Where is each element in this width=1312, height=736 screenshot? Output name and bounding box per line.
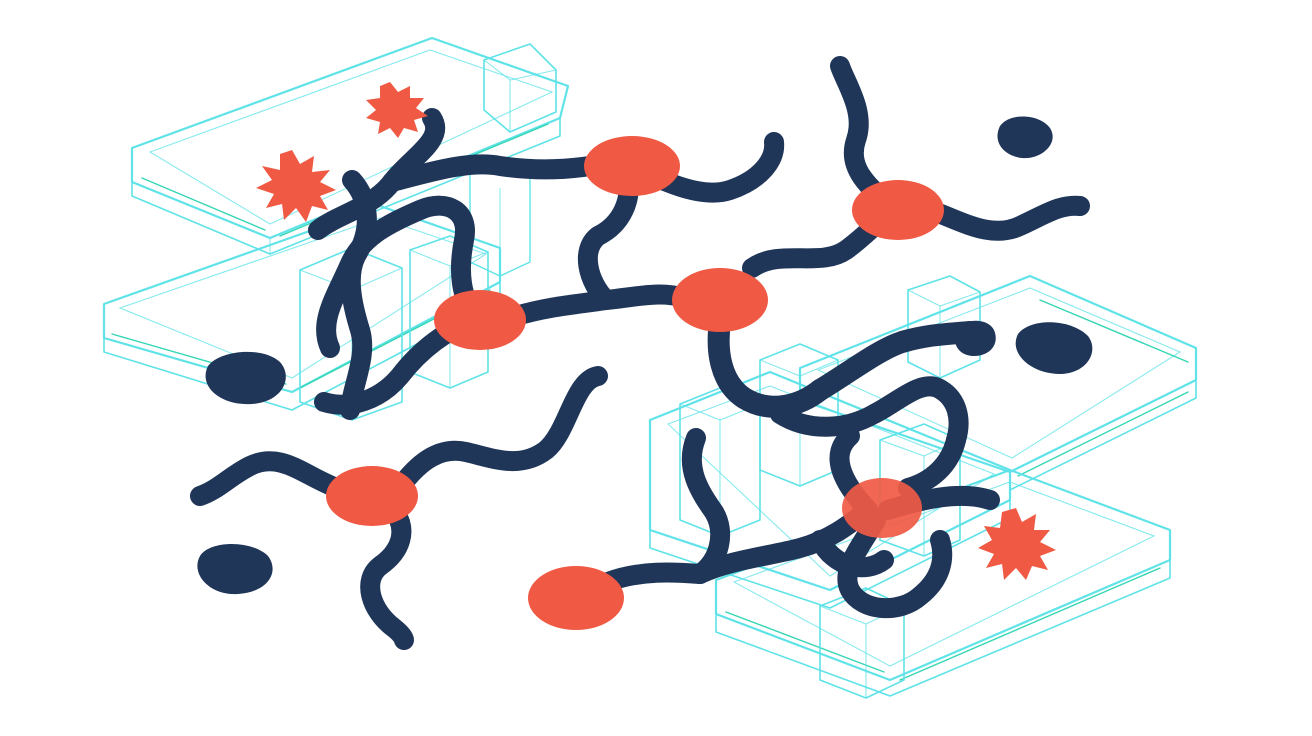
navy-dot (197, 544, 273, 595)
coral-node (528, 566, 624, 630)
tray-right (798, 274, 1198, 491)
tray-bottom-right (714, 468, 1172, 699)
worm-strand (920, 195, 1090, 241)
coral-burst (978, 508, 1056, 580)
navy-dot (997, 116, 1053, 159)
worm-strand (770, 376, 969, 450)
worm-strand (506, 290, 616, 326)
worm-strand (360, 498, 414, 650)
worm-strand (316, 195, 488, 358)
worm-strand (340, 170, 377, 420)
coral-burst (256, 150, 336, 222)
burst-group (256, 82, 1056, 580)
worm-strand (190, 451, 352, 506)
navy-dot (954, 320, 996, 356)
coral-node (852, 180, 944, 240)
node-group (326, 136, 944, 630)
worm-strand (810, 530, 894, 578)
navy-dot (1015, 322, 1093, 374)
worm-strand (898, 430, 966, 498)
worm-strand (577, 166, 639, 310)
worm-strand (681, 428, 731, 584)
coral-node (672, 268, 768, 332)
coral-node (326, 466, 418, 526)
worm-strand (707, 311, 831, 418)
dot-group (197, 116, 1093, 595)
coral-node (434, 290, 526, 350)
navy-dot (205, 351, 286, 405)
coral-node (584, 136, 680, 196)
worm-strand (394, 366, 608, 492)
coral-burst (366, 82, 428, 138)
coral-node (842, 478, 922, 538)
worm-strand (809, 321, 981, 401)
worm-strand (598, 562, 710, 592)
